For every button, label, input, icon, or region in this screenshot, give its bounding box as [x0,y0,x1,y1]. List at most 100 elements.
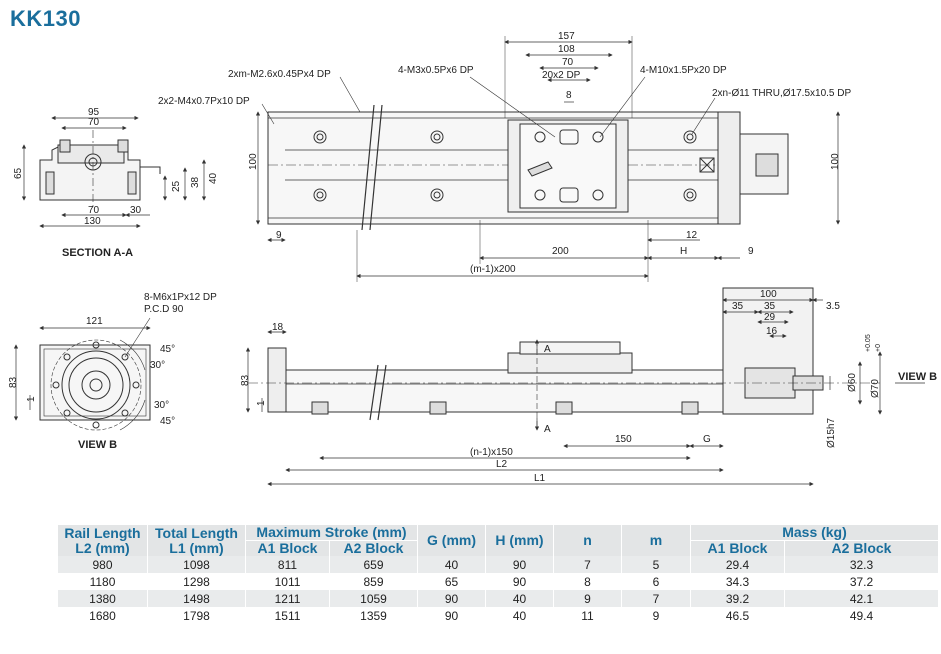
svg-text:35: 35 [732,301,744,312]
svg-text:100: 100 [830,153,841,170]
col-g: G (mm) [417,525,486,556]
top-view-dims: 157 108 70 20x2 DP 8 100 100 9 200 12 H … [248,31,841,275]
table-cell: 1059 [329,590,418,607]
svg-text:P.C.D 90: P.C.D 90 [144,304,184,315]
table-cell: 90 [417,607,486,624]
page-title: KK130 [10,6,81,31]
svg-text:12: 12 [686,230,698,241]
svg-text:25: 25 [171,180,182,192]
svg-text:38: 38 [190,176,201,188]
svg-text:65: 65 [13,167,24,179]
table-cell: 1498 [147,590,246,607]
svg-text:83: 83 [8,376,19,388]
table-cell: 7 [621,590,691,607]
engineering-drawing: 95 70 65 25 38 40 70 30 130 SECTION A-A [8,31,937,487]
table-cell: 42.1 [784,590,938,607]
table-cell: 5 [621,556,691,573]
svg-text:45°: 45° [160,416,175,427]
svg-text:45°: 45° [160,344,175,355]
table-cell: 11 [553,607,622,624]
svg-text:108: 108 [558,44,575,55]
svg-text:A: A [544,344,551,355]
svg-text:Ø15h7: Ø15h7 [826,418,837,448]
svg-text:8-M6x1Px12 DP: 8-M6x1Px12 DP [144,292,217,303]
svg-text:9: 9 [748,246,754,257]
view-b [13,317,151,431]
svg-text:1: 1 [256,400,267,406]
table-cell: 40 [485,590,554,607]
svg-text:200: 200 [552,246,569,257]
svg-text:4-M3x0.5Px6 DP: 4-M3x0.5Px6 DP [398,65,474,76]
svg-text:1: 1 [26,396,37,402]
col-m: m [621,525,691,556]
table-cell: 1680 [57,607,148,624]
table-cell: 1011 [245,573,330,590]
table-cell: 9 [553,590,622,607]
svg-text:100: 100 [760,289,777,300]
table-cell: 37.2 [784,573,938,590]
table-cell: 6 [621,573,691,590]
table-cell: 90 [485,556,554,573]
table-cell: 1511 [245,607,330,624]
table-cell: 811 [245,556,330,573]
table-cell: 65 [417,573,486,590]
view-b-dims: 121 83 1 30° 45° 30° 45° 8-M6x1Px12 DP P… [8,292,217,427]
svg-text:G: G [703,434,711,445]
table-cell: 659 [329,556,418,573]
table-cell: 34.3 [690,573,785,590]
svg-text:40: 40 [208,172,219,184]
svg-text:+0.05: +0.05 [865,334,872,352]
svg-text:30°: 30° [154,400,169,411]
table-cell: 859 [329,573,418,590]
svg-text:157: 157 [558,31,575,42]
table-cell: 32.3 [784,556,938,573]
svg-text:(n-1)x150: (n-1)x150 [470,447,513,458]
side-view [245,287,925,487]
svg-text:70: 70 [562,57,574,68]
svg-text:L1: L1 [534,473,546,484]
col-mass-a1: A1 Block [690,540,785,556]
table-cell: 40 [417,556,486,573]
top-view-notes: 2xm-M2.6x0.45Px4 DP 2x2-M4x0.7Px10 DP 4-… [158,65,851,107]
col-mass: Mass (kg) [690,525,938,541]
table-cell: 1380 [57,590,148,607]
col-mass-a2: A2 Block [784,540,938,556]
section-aa-dims: 95 70 65 25 38 40 70 30 130 [13,107,219,227]
table-cell: 49.4 [784,607,938,624]
table-header-row-2: A1 Block A2 Block A1 Block A2 Block [58,540,938,556]
svg-text:70: 70 [88,205,100,216]
svg-text:20x2 DP: 20x2 DP [542,70,581,81]
svg-text:4-M10x1.5Px20 DP: 4-M10x1.5Px20 DP [640,65,727,76]
view-b-label-right: VIEW B [898,371,937,383]
table-cell: 1180 [57,573,148,590]
table-cell: 9 [621,607,691,624]
svg-text:2x2-M4x0.7Px10 DP: 2x2-M4x0.7Px10 DP [158,96,250,107]
view-b-label-left: VIEW B [78,439,117,451]
svg-text:9: 9 [276,230,282,241]
table-cell: 1098 [147,556,246,573]
svg-text:H: H [680,246,687,257]
table-cell: 1359 [329,607,418,624]
svg-text:A: A [544,424,551,435]
svg-text:Ø70: Ø70 [870,379,881,398]
col-stroke-a1: A1 Block [245,540,330,556]
section-aa-label: SECTION A-A [62,247,133,259]
table-cell: 90 [485,573,554,590]
svg-text:18: 18 [272,322,284,333]
svg-text:2xm-M2.6x0.45Px4 DP: 2xm-M2.6x0.45Px4 DP [228,69,331,80]
col-h: H (mm) [485,525,554,556]
svg-text:+0: +0 [875,344,882,352]
table-cell: 39.2 [690,590,785,607]
svg-text:3.5: 3.5 [826,301,840,312]
svg-text:30: 30 [130,205,142,216]
table-cell: 40 [485,607,554,624]
svg-text:30°: 30° [150,360,165,371]
table-cell: 46.5 [690,607,785,624]
